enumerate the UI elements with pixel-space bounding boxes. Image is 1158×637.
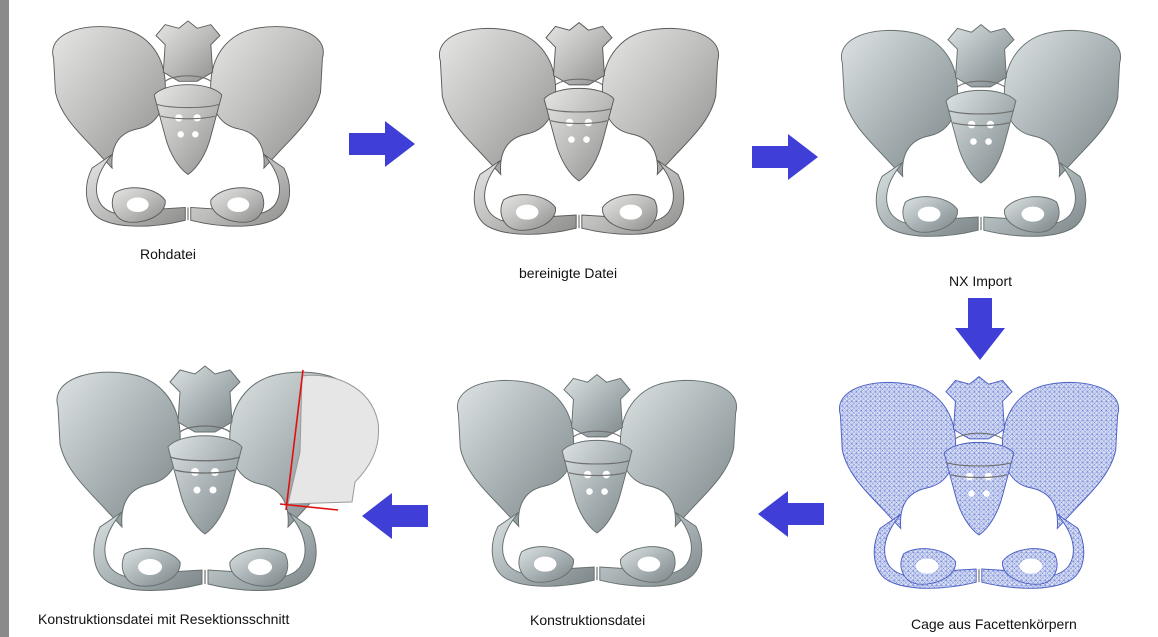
pelvis-cleaned-model	[414, 12, 744, 252]
arrow-left-icon	[758, 491, 824, 537]
arrow-right-icon	[349, 121, 415, 167]
resection-region	[288, 375, 379, 504]
caption-bereinigte-datei: bereinigte Datei	[519, 265, 617, 281]
pelvis-resection-model	[30, 362, 380, 602]
arrow-down-icon	[955, 298, 1005, 360]
left-edge-bar	[0, 0, 9, 637]
arrow-right-icon	[752, 134, 818, 180]
pelvis-nx-import-model	[816, 14, 1146, 254]
pelvis-construction-model	[432, 366, 762, 602]
caption-konstruktionsdatei-mit-resektionsschnitt: Konstruktionsdatei mit Resektionsschnitt	[38, 611, 289, 627]
caption-konstruktionsdatei: Konstruktionsdatei	[530, 612, 645, 628]
caption-rohdatei: Rohdatei	[140, 246, 196, 262]
caption-nx-import: NX Import	[949, 273, 1012, 289]
pelvis-raw-model	[28, 12, 348, 242]
pelvis-facet-cage-model	[814, 366, 1144, 606]
caption-cage-aus-facettenkoerpern: Cage aus Facettenkörpern	[911, 616, 1077, 632]
